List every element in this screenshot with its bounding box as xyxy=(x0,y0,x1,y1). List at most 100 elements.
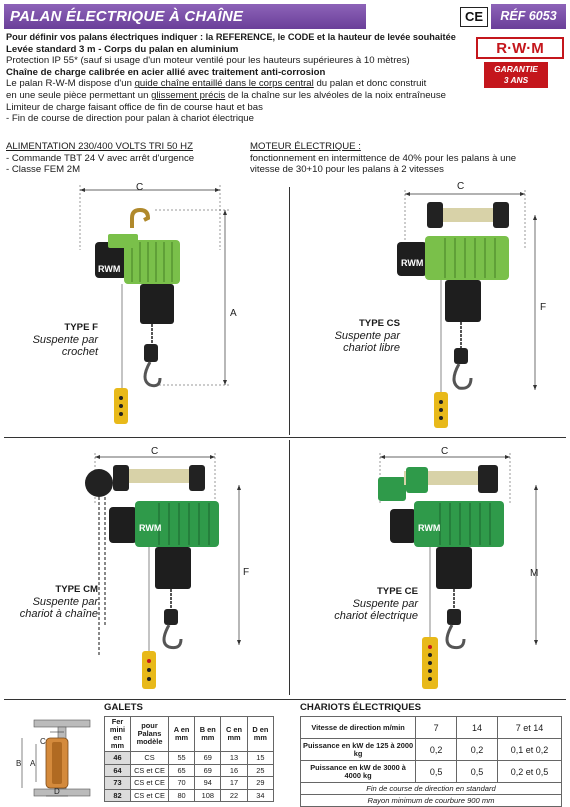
type-description: chariot à chaîne xyxy=(19,608,98,620)
divider-horizontal xyxy=(4,699,566,700)
type-cm-label: TYPE CM Suspente par chariot à chaîne xyxy=(8,584,98,620)
table-cell: 0,5 xyxy=(456,760,499,783)
galets-table: Fer mini en mm pour Palans modèle A en m… xyxy=(104,716,275,802)
diagram-label-c: C xyxy=(40,737,46,746)
supply-item: - Classe FEM 2M xyxy=(6,164,81,176)
table-row: 73 CS et CE 70 94 17 29 xyxy=(104,776,275,790)
hoist-brand-label: RWM xyxy=(418,523,440,533)
dimension-c-label: C xyxy=(151,446,159,457)
table-cell: 0,1 et 0,2 xyxy=(497,738,562,761)
table-cell: 69 xyxy=(194,763,222,777)
motor-section: MOTEUR ÉLECTRIQUE : fonctionnement en in… xyxy=(250,141,562,176)
motor-line: fonctionnement en intermittence de 40% p… xyxy=(250,152,517,164)
table-header: D en mm xyxy=(246,716,275,752)
type-description: chariot électrique xyxy=(334,610,418,622)
table-row: Vitesse de direction m/min 7 14 7 et 14 xyxy=(299,716,562,739)
table-cell: 70 xyxy=(167,776,196,790)
table-cell: 14 xyxy=(456,716,499,739)
table-cell: 80 xyxy=(167,788,196,802)
table-row: Puissance en kW de 3000 à 4000 kg 0,5 0,… xyxy=(299,760,562,783)
header: PALAN ÉLECTRIQUE À CHAÎNE CE RÉF 6053 xyxy=(4,4,566,29)
row-label: Puissance en kW de 3000 à 4000 kg xyxy=(299,760,417,783)
intro-line: en une seule pièce permettant un glissem… xyxy=(6,90,476,102)
supply-section: ALIMENTATION 230/400 VOLTS TRI 50 HZ - C… xyxy=(6,141,246,176)
table-header: B en mm xyxy=(194,716,222,752)
hoist-type-cs-illustration: RWM xyxy=(397,190,537,428)
dimension-c-label: C xyxy=(457,181,465,192)
table-cell: 15 xyxy=(246,751,275,765)
table-cell: 25 xyxy=(246,763,275,777)
chariots-title: CHARIOTS ÉLECTRIQUES xyxy=(300,702,421,713)
intro-underlined: guide chaîne entaillé dans le corps cent… xyxy=(134,78,314,90)
table-cell: 13 xyxy=(220,751,248,765)
table-header-row: Fer mini en mm pour Palans modèle A en m… xyxy=(104,716,275,752)
intro-fragment: du palan et donc construit xyxy=(313,78,427,90)
table-cell: 108 xyxy=(194,788,222,802)
type-name: TYPE CS xyxy=(358,318,400,329)
logo-text: R·W·M xyxy=(496,40,543,57)
divider-vertical xyxy=(289,440,290,695)
row-label: Puissance en kW de 125 à 2000 kg xyxy=(299,738,417,761)
table-cell: CS et CE xyxy=(130,776,169,790)
table-cell: 17 xyxy=(220,776,248,790)
garantie-line: 3 ANS xyxy=(503,75,529,85)
type-description: Suspente par xyxy=(352,598,418,610)
galet-profile-diagram: B A C D xyxy=(16,719,91,797)
table-row: 46 CS 55 69 13 15 xyxy=(104,751,275,765)
hoist-brand-label: RWM xyxy=(98,264,120,274)
garantie-badge: GARANTIE 3 ANS xyxy=(484,62,548,88)
table-cell: 69 xyxy=(194,751,222,765)
table-cell: CS et CE xyxy=(130,788,169,802)
type-description: crochet xyxy=(61,346,98,358)
table-cell: 82 xyxy=(104,788,131,802)
table-cell: 94 xyxy=(194,776,222,790)
dimension-a-label: A xyxy=(230,308,237,319)
dimension-c-label: C xyxy=(441,446,449,457)
table-cell: CS et CE xyxy=(130,763,169,777)
table-row: Puissance en kW de 125 à 2000 kg 0,2 0,2… xyxy=(299,738,562,761)
table-cell: 16 xyxy=(220,763,248,777)
table-cell: 7 et 14 xyxy=(497,716,562,739)
intro-line: Chaîne de charge calibrée en acier allié… xyxy=(6,66,326,78)
supply-heading: ALIMENTATION 230/400 VOLTS TRI 50 HZ xyxy=(6,141,193,152)
dimension-f-label: F xyxy=(243,567,250,578)
intro-fragment: en une seule pièce permettant un xyxy=(6,89,152,101)
hoist-brand-label: RWM xyxy=(401,258,423,268)
diagram-label-d: D xyxy=(54,787,60,796)
table-cell: 46 xyxy=(104,751,131,765)
rwm-logo: R·W·M xyxy=(475,37,565,59)
table-header: C en mm xyxy=(220,716,248,752)
page-title: PALAN ÉLECTRIQUE À CHAÎNE xyxy=(4,4,366,29)
table-cell: 7 xyxy=(415,716,458,739)
motor-line: vitesse de 30+10 pour les palans à 2 vit… xyxy=(250,164,444,176)
type-description: Suspente par xyxy=(32,334,98,346)
table-cell: 73 xyxy=(104,776,131,790)
intro-line: Pour définir vos palans électriques indi… xyxy=(6,32,456,42)
type-ce-label: TYPE CE Suspente par chariot électrique xyxy=(300,586,418,622)
table-note: Fin de course de direction en standard xyxy=(300,782,562,795)
type-description: chariot libre xyxy=(343,342,400,354)
intro-fragment: de la chaîne sur les alvéoles de la noix… xyxy=(225,89,446,101)
diagram-label-b: B xyxy=(16,759,21,768)
motor-heading: MOTEUR ÉLECTRIQUE : xyxy=(250,141,361,152)
table-cell: 34 xyxy=(246,788,275,802)
table-cell: 22 xyxy=(220,788,248,802)
divider-horizontal xyxy=(4,437,566,438)
table-header: A en mm xyxy=(167,716,196,752)
garantie-line: GARANTIE xyxy=(494,64,538,74)
type-description: Suspente par xyxy=(32,596,98,608)
dimension-c-label: C xyxy=(136,182,144,193)
intro-underlined: glissement précis xyxy=(151,89,226,101)
table-cell: 65 xyxy=(167,763,196,777)
type-name: TYPE CE xyxy=(376,586,418,597)
table-note: Rayon minimum de courbure 900 mm xyxy=(300,794,562,807)
hoist-type-f-illustration: RWM xyxy=(79,185,230,424)
hoist-type-ce-illustration: RWM xyxy=(378,453,538,689)
galets-title: GALETS xyxy=(104,702,143,713)
intro-text: Pour définir vos palans électriques indi… xyxy=(6,32,476,125)
intro-line: Le palan R-W-M dispose d'un guide chaîne… xyxy=(6,78,476,90)
intro-line: - Fin de course de direction pour palan … xyxy=(6,113,254,125)
table-cell: 55 xyxy=(167,751,196,765)
table-row: 64 CS et CE 65 69 16 25 xyxy=(104,763,275,777)
table-row: Rayon minimum de courbure 900 mm xyxy=(300,794,562,807)
